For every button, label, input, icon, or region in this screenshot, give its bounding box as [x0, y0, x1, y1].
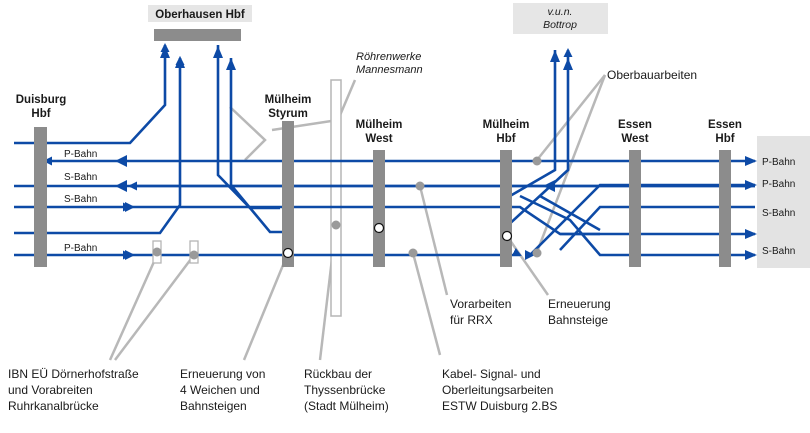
track-oberhausen-down-2 — [229, 58, 285, 234]
leader-kabel — [411, 252, 442, 356]
marker-oberbau-2 — [532, 248, 542, 258]
station-mh-west-line2: West — [365, 133, 392, 145]
roehren-label-line2: Mannesmann — [356, 64, 423, 76]
annotation-bahnsteige-line1: Erneuerung — [548, 297, 611, 311]
station-bars — [34, 121, 731, 267]
station-essen-west-line2: West — [621, 133, 648, 145]
station-bar-mh-hbf — [500, 150, 512, 267]
annotation-ibn-line1: IBN EÜ Dörnerhofstraße — [8, 367, 139, 381]
station-bar-styrum — [282, 121, 294, 267]
track-to-oberhausen-2 — [14, 56, 185, 235]
track-label-left-2: S-Bahn — [64, 172, 97, 183]
annotation-weichen-line2: 4 Weichen und — [180, 383, 260, 397]
work-markers — [152, 156, 542, 260]
annotation-weichen-line1: Erneuerung von — [180, 367, 265, 381]
marker-mh-hbf — [501, 230, 513, 242]
annotation-kabel-line3: ESTW Duisburg 2.BS — [442, 399, 557, 413]
station-essen-hbf-line1: Essen — [708, 119, 742, 131]
track-bottrop-up — [504, 48, 573, 229]
annotation-rueckbau-line1: Rückbau der — [304, 367, 372, 381]
marker-ibn-1 — [152, 247, 162, 257]
leader-ibn-2 — [114, 254, 195, 361]
station-mh-west-line1: Mülheim — [356, 119, 403, 131]
track-s-bahn-east — [519, 194, 755, 257]
roehrenwerke-bar — [330, 79, 342, 317]
arrowheads — [115, 46, 757, 260]
bottrop-label-line1: v.u.n. — [548, 6, 573, 18]
leader-bahnsteige — [505, 235, 550, 296]
track-label-right-4: S-Bahn — [762, 246, 795, 257]
marker-ibn-2 — [189, 250, 199, 260]
marker-mh-west — [373, 222, 385, 234]
bottrop-label-line2: Bottrop — [543, 19, 577, 31]
annotation-vorarbeiten-line1: Vorarbeiten — [450, 297, 511, 311]
marker-kabel — [408, 248, 418, 258]
right-label-band — [757, 136, 810, 268]
leader-vorarbeiten — [418, 185, 449, 296]
track-cross-up — [529, 183, 755, 256]
station-mh-hbf-line1: Mülheim — [483, 119, 530, 131]
leader-weichen — [242, 252, 290, 361]
station-bar-essen-hbf — [719, 150, 731, 267]
marker-roehren — [331, 220, 341, 230]
annotation-vorarbeiten-line2: für RRX — [450, 313, 493, 327]
track-p-to-oberhausen — [14, 43, 170, 145]
annotation-ibn-line2: und Vorabreiten — [8, 383, 93, 397]
annotation-weichen-line3: Bahnsteigen — [180, 399, 247, 413]
oberhausen-label: Oberhausen Hbf — [155, 9, 245, 21]
annotation-oberbau: Oberbauarbeiten — [607, 68, 697, 82]
leader-oberhausen — [229, 106, 267, 161]
annotation-rueckbau-line3: (Stadt Mülheim) — [304, 399, 389, 413]
station-essen-west-line1: Essen — [618, 119, 652, 131]
annotation-kabel-line2: Oberleitungsarbeiten — [442, 383, 553, 397]
station-mh-hbf-line2: Hbf — [496, 133, 515, 145]
station-styrum-line1: Mülheim — [265, 94, 312, 106]
station-duisburg-line1: Duisburg — [16, 94, 66, 106]
leader-lines — [108, 74, 607, 361]
bottrop-header-box — [513, 3, 608, 34]
track-bottrop-down — [509, 50, 557, 198]
track-label-left-3: S-Bahn — [64, 194, 97, 205]
station-duisburg-line2: Hbf — [31, 108, 50, 120]
annotation-rueckbau-line2: Thyssenbrücke — [304, 383, 386, 397]
track-label-left-4: P-Bahn — [64, 243, 97, 254]
station-bar-duisburg — [34, 127, 47, 267]
annotation-kabel-line1: Kabel- Signal- und — [442, 367, 541, 381]
marker-oberbau-1 — [532, 156, 542, 166]
annotation-bahnsteige-line2: Bahnsteige — [548, 313, 608, 327]
track-s-bahn-2 — [130, 205, 755, 236]
track-oberhausen-down-1 — [216, 45, 280, 210]
track-label-left-1: P-Bahn — [64, 149, 97, 160]
annotation-ibn-line3: Ruhrkanalbrücke — [8, 399, 99, 413]
oberhausen-platform — [154, 29, 241, 41]
station-bar-essen-west — [629, 150, 641, 267]
marker-rrx — [415, 181, 425, 191]
station-essen-hbf-line2: Hbf — [715, 133, 734, 145]
oberhausen-header-box — [148, 5, 252, 22]
marker-styrum — [282, 247, 294, 259]
track-label-right-1: P-Bahn — [762, 157, 795, 168]
track-label-right-2: P-Bahn — [762, 179, 795, 190]
roehren-label-line1: Röhrenwerke — [356, 51, 421, 63]
station-bar-mh-west — [373, 150, 385, 267]
station-styrum-line2: Styrum — [268, 108, 308, 120]
track-label-right-3: S-Bahn — [762, 208, 795, 219]
leader-ibn-1 — [108, 254, 159, 361]
